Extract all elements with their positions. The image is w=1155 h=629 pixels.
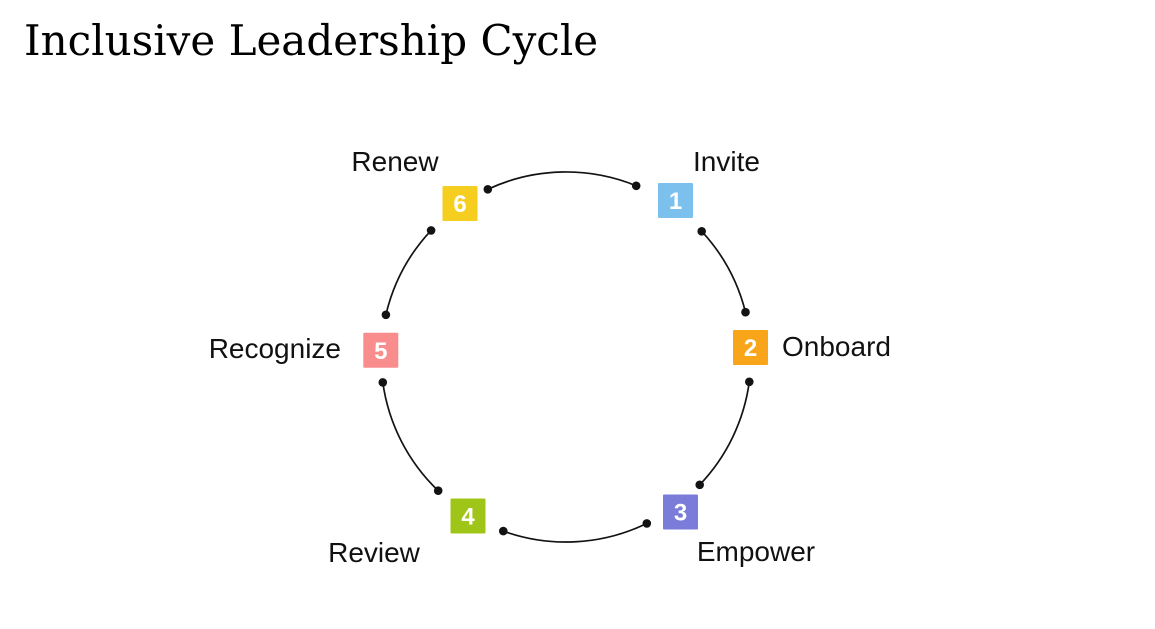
step-square [733, 330, 768, 365]
connector-dot [697, 227, 706, 236]
step-square [442, 186, 478, 221]
step-number: 1 [669, 188, 682, 215]
connector-arc [699, 381, 751, 486]
step-square [658, 183, 693, 218]
step-number: 3 [674, 500, 687, 527]
step-label: Empower [697, 536, 815, 567]
cycle-step-5: 5 Recognize [209, 332, 399, 368]
connector-arc [503, 522, 648, 543]
step-number: 2 [744, 335, 757, 362]
cycle-step-1: 1 Invite [658, 146, 760, 218]
connector-arc [701, 230, 747, 313]
cycle-step-6: 6 Renew [351, 146, 478, 221]
step-label: Recognize [209, 333, 341, 364]
connector-arc [381, 382, 439, 492]
cycle-connector-5 [381, 226, 436, 320]
connector-dot [378, 378, 388, 387]
connector-dot [642, 519, 652, 528]
connector-dot [381, 310, 391, 320]
step-label: Review [328, 537, 421, 568]
cycle-connector-6 [483, 171, 641, 194]
step-square [663, 494, 698, 530]
connector-dot [745, 377, 754, 387]
step-label: Onboard [782, 331, 891, 362]
connector-dot [499, 526, 508, 536]
connector-arc [487, 171, 637, 191]
step-square [363, 332, 399, 368]
step-label: Invite [693, 146, 760, 177]
connector-arc [385, 229, 432, 315]
connector-dot [426, 226, 436, 235]
step-number: 4 [461, 504, 475, 531]
step-number: 6 [453, 191, 466, 218]
cycle-connector-1 [697, 227, 750, 317]
step-number: 5 [374, 338, 387, 365]
connector-dot [483, 185, 493, 194]
page-title: Inclusive Leadership Cycle [24, 16, 599, 65]
connector-dot [433, 486, 443, 496]
connector-dot [695, 480, 704, 490]
step-square [450, 498, 486, 534]
connector-dot [631, 181, 641, 191]
step-label: Renew [351, 146, 439, 177]
cycle-connector-3 [499, 519, 652, 543]
connector-dot [741, 307, 750, 317]
cycle-connector-2 [695, 377, 754, 490]
cycle-step-2: 2 Onboard [733, 330, 891, 365]
cycle-connector-4 [378, 378, 443, 496]
